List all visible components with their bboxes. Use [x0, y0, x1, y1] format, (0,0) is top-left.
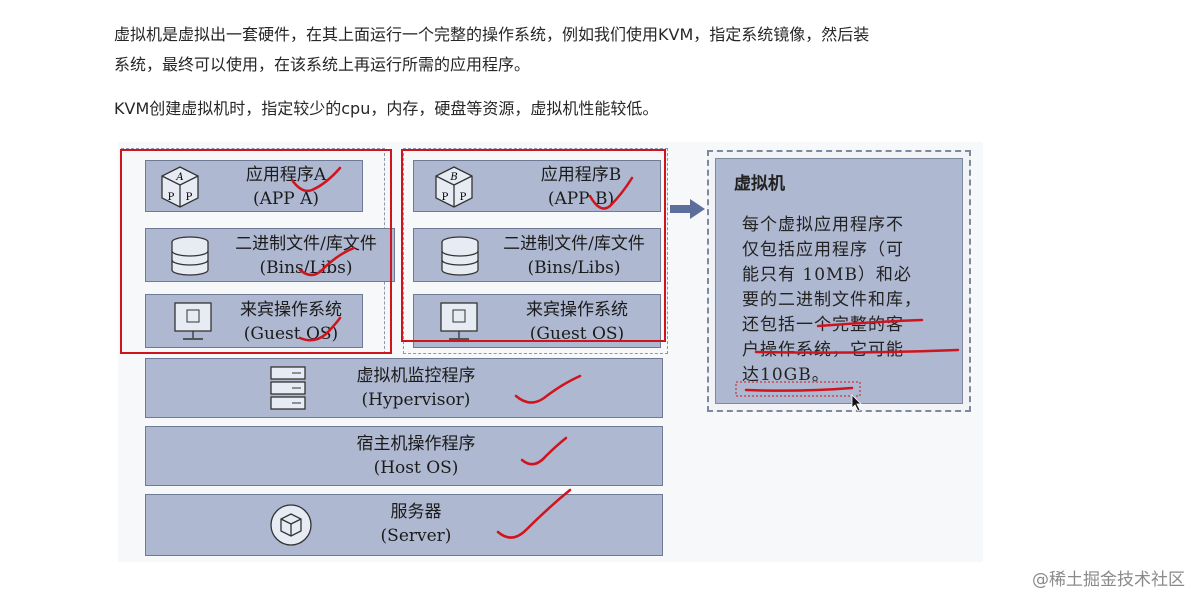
hypervisor-layer: 虚拟机监控程序 (Hypervisor) [145, 358, 663, 418]
vm-callout-body: 虚拟机 每个虚拟应用程序不 仅包括应用程序（可 能只有 10MB）和必 要的二进… [715, 158, 963, 404]
vm-b-bins-cn: 二进制文件/库文件 [503, 234, 645, 254]
monitor-icon [440, 302, 478, 340]
vm-b-app-layer: B P P 应用程序B (APP B) [413, 160, 661, 212]
underline-mark [754, 348, 960, 354]
cube-letter-right: P [186, 192, 193, 203]
vm-a-bins-label: 二进制文件/库文件 (Bins/Libs) [218, 232, 394, 280]
vm-a-guest-layer: 来宾操作系统 (Guest OS) [145, 294, 363, 348]
vm-b-app-label: 应用程序B (APP B) [506, 163, 656, 211]
check-mark [298, 246, 356, 277]
intro-paragraph-2: KVM创建虚拟机时，指定较少的cpu，内存，硬盘等资源，虚拟机性能较低。 [114, 99, 659, 118]
host-os-label: 宿主机操作程序 (Host OS) [326, 432, 506, 480]
vm-callout-title: 虚拟机 [734, 174, 785, 194]
check-mark [496, 488, 572, 539]
vm-b-app-en: (APP B) [547, 189, 615, 209]
vm-b-bins-label: 二进制文件/库文件 (Bins/Libs) [486, 232, 662, 280]
vm-b-guest-cn: 来宾操作系统 [526, 300, 628, 320]
vm-a-bins-layer: 二进制文件/库文件 (Bins/Libs) [145, 228, 395, 282]
underline-mark [744, 386, 854, 392]
vm-a-app-en: (APP A) [252, 189, 320, 209]
monitor-icon [174, 302, 212, 340]
check-mark [588, 176, 634, 210]
check-mark [298, 316, 342, 342]
cube-letter-top: B [449, 172, 457, 183]
check-mark [290, 166, 342, 193]
vm-a-app-layer: A P P 应用程序A (APP A) [145, 160, 363, 212]
vm-b-guest-en: (Guest OS) [529, 324, 625, 344]
vm-a-guest-cn: 来宾操作系统 [240, 300, 342, 320]
mouse-cursor-icon [851, 394, 862, 412]
intro-paragraph-1: 虚拟机是虚拟出一套硬件，在其上面运行一个完整的操作系统，例如我们使用KVM，指定… [114, 20, 1014, 80]
server-en: (Server) [380, 526, 452, 546]
cube-letter-left: P [442, 192, 449, 203]
host-os-cn: 宿主机操作程序 [356, 434, 476, 454]
intro-line-1b: 系统，最终可以使用，在该系统上再运行所需的应用程序。 [114, 55, 531, 74]
vm-b-app-cn: 应用程序B [540, 165, 622, 185]
server-cube-icon [270, 504, 312, 546]
intro-line-1: 虚拟机是虚拟出一套硬件，在其上面运行一个完整的操作系统，例如我们使用KVM，指定… [114, 25, 870, 44]
server-cn: 服务器 [390, 502, 442, 522]
vm-b-guest-layer: 来宾操作系统 (Guest OS) [413, 294, 661, 348]
cube-letter-left: P [168, 192, 175, 203]
database-icon [441, 236, 479, 276]
vm-callout-line: 每个虚拟应用程序不 [742, 215, 904, 235]
vm-a-app-label: 应用程序A (APP A) [216, 163, 356, 211]
selection-marquee [735, 381, 861, 397]
check-mark [520, 436, 568, 466]
server-label: 服务器 (Server) [346, 500, 486, 548]
watermark: @稀土掘金技术社区 [1032, 570, 1185, 590]
cube-letter-top: A [175, 172, 183, 183]
vm-callout: 虚拟机 每个虚拟应用程序不 仅包括应用程序（可 能只有 10MB）和必 要的二进… [707, 150, 971, 412]
vm-b-bins-en: (Bins/Libs) [527, 258, 621, 278]
vm-b-bins-layer: 二进制文件/库文件 (Bins/Libs) [413, 228, 661, 282]
cube-letter-right: P [460, 192, 467, 203]
check-mark [514, 374, 582, 404]
host-os-layer: 宿主机操作程序 (Host OS) [145, 426, 663, 486]
annotation-box-vm-b [401, 149, 666, 342]
hypervisor-en: (Hypervisor) [361, 390, 471, 410]
underline-mark [816, 318, 924, 328]
vm-a-bins-cn: 二进制文件/库文件 [235, 234, 377, 254]
vm-callout-line: 能只有 10MB）和必 [742, 265, 912, 285]
server-layer: 服务器 (Server) [145, 494, 663, 556]
host-os-en: (Host OS) [373, 458, 459, 478]
hypervisor-label: 虚拟机监控程序 (Hypervisor) [326, 364, 506, 412]
app-cube-icon: B P P [435, 166, 473, 208]
vm-callout-line: 仅包括应用程序（可 [742, 240, 904, 260]
vm-callout-line: 达10GB。 [742, 365, 830, 385]
vm-b-guest-label: 来宾操作系统 (Guest OS) [502, 298, 652, 346]
vm-callout-line: 要的二进制文件和库， [742, 290, 922, 310]
hypervisor-cn: 虚拟机监控程序 [356, 366, 476, 386]
vm-callout-line: 户操作系统，它可能 [742, 340, 904, 360]
server-rack-icon [270, 366, 306, 410]
vm-b-outline [403, 148, 668, 354]
vm-a-app-cn: 应用程序A [245, 165, 327, 185]
annotation-box-vm-a [120, 149, 392, 354]
right-arrow-icon [670, 199, 705, 219]
app-cube-icon: A P P [161, 166, 199, 208]
database-icon [171, 236, 209, 276]
